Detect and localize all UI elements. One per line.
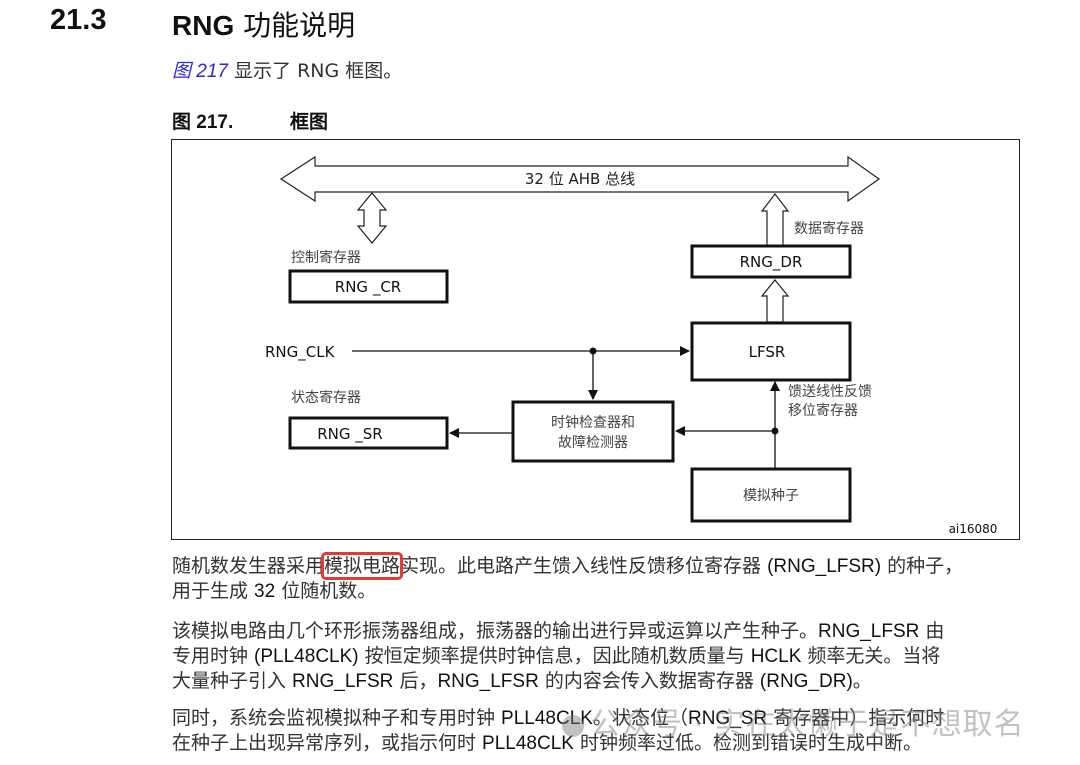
intro-text: 显示了 RNG 框图。 [234, 60, 403, 82]
p1-line2-c: 位随机数。 [275, 580, 377, 602]
checker-line1: 时钟检查器和 [551, 414, 635, 431]
rng-cr-text: RNG _CR [335, 278, 401, 297]
p2-l3-f: (RNG_DR) [759, 671, 853, 692]
lfsr-desc-line1: 馈送线性反馈 [788, 384, 872, 400]
rng-cr-box [288, 269, 449, 304]
p3-l1-b: PLL48CLK [501, 708, 593, 729]
ahb-bus-arrow [279, 155, 881, 203]
figure-id: ai16080 [949, 522, 998, 536]
cr-bus-double-arrow [356, 192, 388, 244]
dr-to-bus-arrow [760, 193, 790, 247]
paragraph-2: 该模拟电路由几个环形振荡器组成，振荡器的输出进行异或运算以产生种子。RNG_LF… [172, 619, 944, 694]
figure-frame [171, 139, 1020, 540]
checker-line2: 故障检测器 [558, 435, 628, 451]
figure-caption-name: 框图 [290, 111, 329, 133]
paragraph-2-line-3: 大量种子引入 RNG_LFSR 后，RNG_LFSR 的内容会传入数据寄存器 (… [172, 669, 944, 694]
p2-l2-d: HCLK [750, 646, 802, 667]
p3-l1-d: RNG_SR [687, 708, 768, 729]
p2-l3-b: RNG_LFSR [292, 671, 394, 692]
p3-l1-e: 寄存器中）指示何时 [767, 707, 945, 729]
p1-text-c: (RNG_LFSR) [767, 556, 882, 577]
figure-link[interactable]: 图 217 [172, 61, 228, 82]
paragraph-3-line-1: 同时，系统会监视模拟种子和专用时钟 PLL48CLK。状态位（RNG_SR 寄存… [172, 706, 944, 731]
p3-l2-b: PLL48CLK [482, 733, 574, 754]
paragraph-1-line-1: 随机数发生器采用模拟电路实现。此电路产生馈入线性反馈移位寄存器 (RNG_LFS… [172, 552, 964, 580]
p3-l2-c: 时钟频率过低。检测到错误时生成中断。 [573, 732, 922, 754]
p3-l1-a: 同时，系统会监视模拟种子和专用时钟 [172, 707, 502, 729]
p2-l2-e: 频率无关。当将 [801, 645, 941, 667]
ahb-bus-label: 32 位 AHB 总线 [525, 170, 635, 188]
clock-checker-box [511, 400, 675, 463]
p2-l1-b: RNG_LFSR [818, 621, 920, 642]
highlighted-term: 模拟电路 [321, 552, 404, 580]
p3-l1-c: 。状态位（ [592, 707, 688, 729]
sr-label: 状态寄存器 [291, 389, 361, 406]
section-title-en: RNG [172, 10, 235, 41]
lfsr-desc-line2: 移位寄存器 [788, 402, 858, 419]
figure-caption-number: 图 217. [172, 112, 234, 133]
section-title: RNG 功能说明 [172, 4, 355, 44]
p1-line2-a: 用于生成 [172, 580, 255, 602]
lfsr-text: LFSR [749, 343, 786, 361]
p1-text-a: 随机数发生器采用 [172, 555, 325, 577]
paragraph-3-line-2: 在种子上出现异常序列，或指示何时 PLL48CLK 时钟频率过低。检测到错误时生… [172, 731, 944, 756]
rng-clk-label: RNG_CLK [265, 343, 336, 362]
analog-seed-box [690, 467, 852, 523]
rng-sr-box [288, 416, 449, 450]
section-number: 21.3 [50, 4, 107, 36]
intro-line: 图 217 显示了 RNG 框图。 [172, 56, 402, 83]
p1-line2-b: 32 [254, 581, 276, 602]
rng-dr-text: RNG_DR [740, 253, 803, 272]
p2-l1-a: 该模拟电路由几个环形振荡器组成，振荡器的输出进行异或运算以产生种子。 [172, 620, 819, 642]
p1-text-b: 实现。此电路产生馈入线性反馈移位寄存器 [400, 555, 768, 577]
section-title-zh: 功能说明 [243, 9, 356, 42]
paragraph-2-line-2: 专用时钟 (PLL48CLK) 按恒定频率提供时钟信息，因此随机数质量与 HCL… [172, 644, 944, 669]
p2-l1-c: 由 [919, 620, 945, 642]
rng-dr-box [690, 244, 852, 279]
paragraph-1-line-2: 用于生成 32 位随机数。 [172, 579, 963, 604]
p3-l2-a: 在种子上出现异常序列，或指示何时 [172, 732, 483, 754]
p2-l2-b: (PLL48CLK) [254, 646, 359, 667]
dr-label: 数据寄存器 [794, 220, 864, 237]
rng-sr-text: RNG _SR [317, 425, 382, 444]
paragraph-1: 随机数发生器采用模拟电路实现。此电路产生馈入线性反馈移位寄存器 (RNG_LFS… [172, 552, 964, 604]
paragraph-3: 同时，系统会监视模拟种子和专用时钟 PLL48CLK。状态位（RNG_SR 寄存… [172, 706, 944, 756]
p2-l3-a: 大量种子引入 [172, 670, 293, 692]
figure-caption: 图 217. 框图 [172, 107, 328, 134]
analog-seed-text: 模拟种子 [743, 488, 799, 504]
p2-l3-g: 。 [852, 670, 872, 692]
p2-l3-d: RNG_LFSR [437, 671, 539, 692]
lfsr-to-dr-arrow [760, 279, 790, 323]
p1-text-d: 的种子， [881, 555, 964, 577]
cr-label: 控制寄存器 [291, 249, 361, 266]
p2-l2-c: 按恒定频率提供时钟信息，因此随机数质量与 [358, 645, 751, 667]
p2-l3-e: 的内容会传入数据寄存器 [538, 670, 760, 692]
lfsr-box [690, 321, 852, 382]
paragraph-2-line-1: 该模拟电路由几个环形振荡器组成，振荡器的输出进行异或运算以产生种子。RNG_LF… [172, 619, 944, 644]
p2-l2-a: 专用时钟 [172, 645, 255, 667]
p2-l3-c: 后， [393, 670, 438, 692]
